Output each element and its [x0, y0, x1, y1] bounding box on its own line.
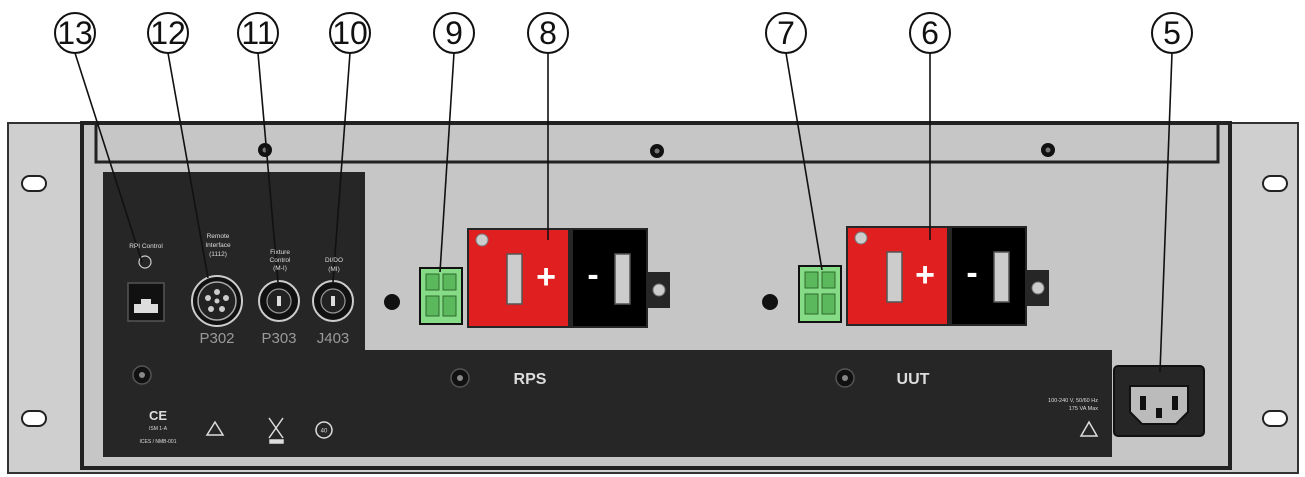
uut-label: UUT	[897, 371, 930, 388]
callout-13: 13	[54, 12, 96, 54]
di-do-connector	[312, 280, 354, 322]
dark-panel-screws	[132, 365, 855, 388]
callout-9: 9	[433, 12, 475, 54]
ce-mark: CE	[149, 408, 167, 423]
top-bracket	[94, 123, 1220, 164]
callout-11: 11	[237, 12, 279, 54]
uut-sense-connector	[798, 265, 842, 323]
remote-interface-label-3: (1112)	[209, 251, 227, 258]
dark-control-panel	[103, 172, 1112, 457]
uut-plus-symbol: +	[915, 256, 935, 294]
rack-slot-right-top	[1262, 175, 1288, 192]
callout-12: 12	[147, 12, 189, 54]
rpi-control-label: RPI Control	[129, 243, 163, 250]
fixture-control-label-2: Control	[270, 257, 292, 264]
rps-plus-symbol: +	[536, 258, 556, 296]
remote-interface-connector	[191, 275, 243, 327]
warning-icon	[1079, 420, 1099, 437]
ism-mark: ISM 1-A	[149, 426, 168, 432]
top-screws	[258, 143, 1055, 158]
uut-minus-symbol: -	[966, 254, 977, 292]
uut-terminal-block	[846, 226, 1049, 326]
rohs-mark: 40	[321, 429, 328, 435]
rps-mount-screw	[384, 294, 400, 310]
rack-slot-right-bottom	[1262, 410, 1288, 427]
ac-power-inlet	[1113, 365, 1205, 437]
rack-slot-left-top	[21, 175, 47, 192]
fixture-control-connector	[258, 280, 300, 322]
remote-interface-label-2: Interface	[205, 242, 231, 249]
leader-lines	[74, 52, 1173, 373]
di-do-label-2: (MI)	[328, 266, 340, 273]
ices-mark: ICES / NMB-001	[140, 439, 177, 445]
rps-sense-connector	[419, 267, 463, 325]
remote-interface-label-1: Remote	[207, 233, 230, 240]
p303-label: P303	[261, 330, 296, 347]
callout-8: 8	[527, 12, 569, 54]
rpi-control-port	[127, 255, 165, 322]
compliance-marks	[205, 417, 333, 444]
di-do-label-1: DI/DO	[325, 257, 343, 264]
callout-7: 7	[765, 12, 807, 54]
callout-6: 6	[909, 12, 951, 54]
rack-slot-left-bottom	[21, 410, 47, 427]
j403-label: J403	[317, 330, 350, 347]
callout-10: 10	[329, 12, 371, 54]
p302-label: P302	[199, 330, 234, 347]
callout-5: 5	[1151, 12, 1193, 54]
fixture-control-label-3: (M-I)	[273, 265, 287, 272]
uut-mount-screw	[762, 294, 778, 310]
rps-minus-symbol: -	[587, 256, 598, 294]
power-rating-1: 100-240 V, 50/60 Hz	[1048, 398, 1098, 404]
rps-terminal-block	[467, 228, 670, 328]
power-rating-2: 175 VA Max	[1069, 406, 1098, 412]
rps-label: RPS	[514, 371, 547, 388]
fixture-control-label-1: Fixture	[270, 249, 290, 256]
